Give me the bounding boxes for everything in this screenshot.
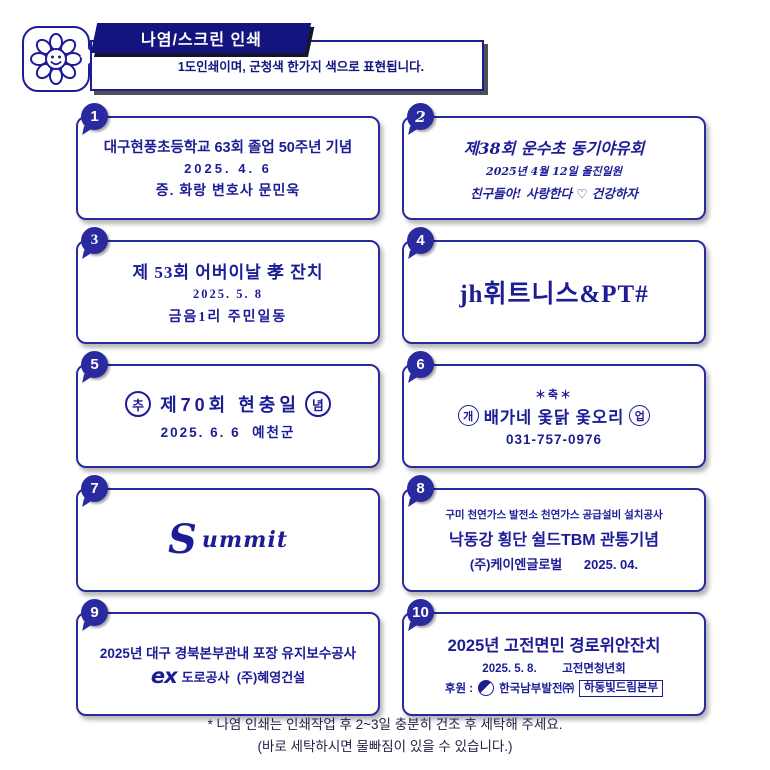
sample-box-9: 9 2025년 대구 경북본부관내 포장 유지보수공사 ex 도로공사 (주)혜… (76, 599, 380, 716)
number-badge: 1 (81, 103, 108, 130)
sample-text: 도로공사 (주)혜영건설 (181, 669, 306, 685)
speech-bubble (22, 26, 90, 92)
sample-date: 2025. 4. 6 (184, 161, 272, 176)
smiley-flower-icon (30, 33, 82, 85)
number-badge: 3 (81, 227, 108, 254)
sample-date: 2025. 6. 6 예천군 (160, 425, 296, 440)
sample-box-6: 6 ＊축＊ 개 배가네 옻닭 옻오리 업 031-757-0976 (402, 351, 706, 468)
sample-text-row: 개 배가네 옻닭 옻오리 업 (457, 404, 651, 428)
sample-text: 대구현풍초등학교 63회 졸업 50주년 기념 (103, 140, 353, 156)
sample-text: 제 53회 어버이날 孝 잔치 (132, 263, 324, 282)
sample-text: jh휘트니스&PT# (459, 281, 649, 308)
sample-date: 2025. 5. 8 (193, 287, 263, 301)
sample-date: 2025. 5. 8. 고전면청년회 (482, 662, 626, 675)
care-instructions: * 나염 인쇄는 인쇄작업 후 2~3일 충분히 건조 후 세탁해 주세요. (… (0, 714, 770, 757)
sample-text: 제70회 현충일 (160, 395, 300, 415)
sample-text: (주)케이엔글로벌 2025. 04. (469, 557, 639, 572)
sample-text: 제38회 운수초 동기야유회 (463, 138, 645, 158)
sample-text: 낙동강 횡단 쉴드TBM 관통기념 (449, 532, 659, 549)
number-badge: 2 (407, 103, 434, 130)
sample-text: ＊축＊ (534, 388, 574, 401)
number-badge: 6 (407, 351, 434, 378)
sponsor-row: 후원 : 한국남부발전㈜ 하동빛드림본부 (444, 679, 664, 697)
sponsor-label: 후원 : (444, 683, 474, 695)
sample-date: 2025년 4월 12일 울진일원 (486, 164, 622, 178)
expressway-logo: ex (150, 663, 178, 688)
sample-text: 금음1리 주민일동 (168, 310, 288, 325)
circled-char: 추 (125, 391, 152, 417)
samples-grid: 1 대구현풍초등학교 63회 졸업 50주년 기념 2025. 4. 6 증. … (76, 103, 706, 716)
circled-char: 업 (629, 405, 651, 426)
subtitle-text: 1도인쇄이며, 군청색 한가지 색으로 표현됩니다. (177, 60, 425, 74)
number-badge: 10 (407, 599, 434, 626)
care-line-1: * 나염 인쇄는 인쇄작업 후 2~3일 충분히 건조 후 세탁해 주세요. (207, 717, 563, 732)
sample-text: 구미 천연가스 발전소 천연가스 공급설비 설치공사 (445, 509, 663, 521)
logo-initial: S (168, 516, 197, 563)
sample-box-1: 1 대구현풍초등학교 63회 졸업 50주년 기념 2025. 4. 6 증. … (76, 103, 380, 220)
care-line-2: (바로 세탁하시면 물빠짐이 있을 수 있습니다.) (257, 738, 513, 754)
sample-box-3: 3 제 53회 어버이날 孝 잔치 2025. 5. 8 금음1리 주민일동 (76, 227, 380, 344)
sample-text: 2025년 대구 경북본부관내 포장 유지보수공사 (99, 645, 357, 661)
sample-text: 증. 화랑 변호사 문민욱 (155, 182, 301, 198)
sample-box-4: 4 jh휘트니스&PT# (402, 227, 706, 344)
sponsor-org-box: 하동빛드림본부 (579, 679, 664, 697)
number-badge: 7 (81, 475, 108, 502)
circled-char: 념 (304, 391, 331, 417)
number-badge: 5 (81, 351, 108, 378)
number-badge: 9 (81, 599, 108, 626)
sample-box-10: 10 2025년 고전면민 경로위안잔치 2025. 5. 8. 고전면청년회 … (402, 599, 706, 716)
sample-text-row: 추 제70회 현충일 념 (125, 391, 331, 417)
sample-text-row: ex 도로공사 (주)혜영건설 (150, 663, 306, 688)
kospo-logo-icon (478, 680, 495, 696)
sample-box-5: 5 추 제70회 현충일 념 2025. 6. 6 예천군 (76, 351, 380, 468)
sponsor-company: 한국남부발전㈜ (499, 683, 575, 695)
circled-char: 개 (457, 405, 479, 426)
sample-text: 2025년 고전면민 경로위안잔치 (447, 636, 661, 655)
number-badge: 8 (407, 475, 434, 502)
logo-rest: ummit (201, 527, 288, 553)
sample-text: 친구들아! 사랑한다 ♡ 건강하자 (470, 185, 638, 201)
number-badge: 4 (407, 227, 434, 254)
sample-box-2: 2 제38회 운수초 동기야유회 2025년 4월 12일 울진일원 친구들아!… (402, 103, 706, 220)
page-title: 나염/스크린 인쇄 (140, 32, 262, 49)
title-banner: 나염/스크린 인쇄 (90, 23, 312, 53)
sample-box-8: 8 구미 천연가스 발전소 천연가스 공급설비 설치공사 낙동강 횡단 쉴드TB… (402, 475, 706, 592)
sample-text: 배가네 옻닭 옻오리 (483, 408, 625, 427)
phone-number: 031-757-0976 (505, 431, 603, 447)
